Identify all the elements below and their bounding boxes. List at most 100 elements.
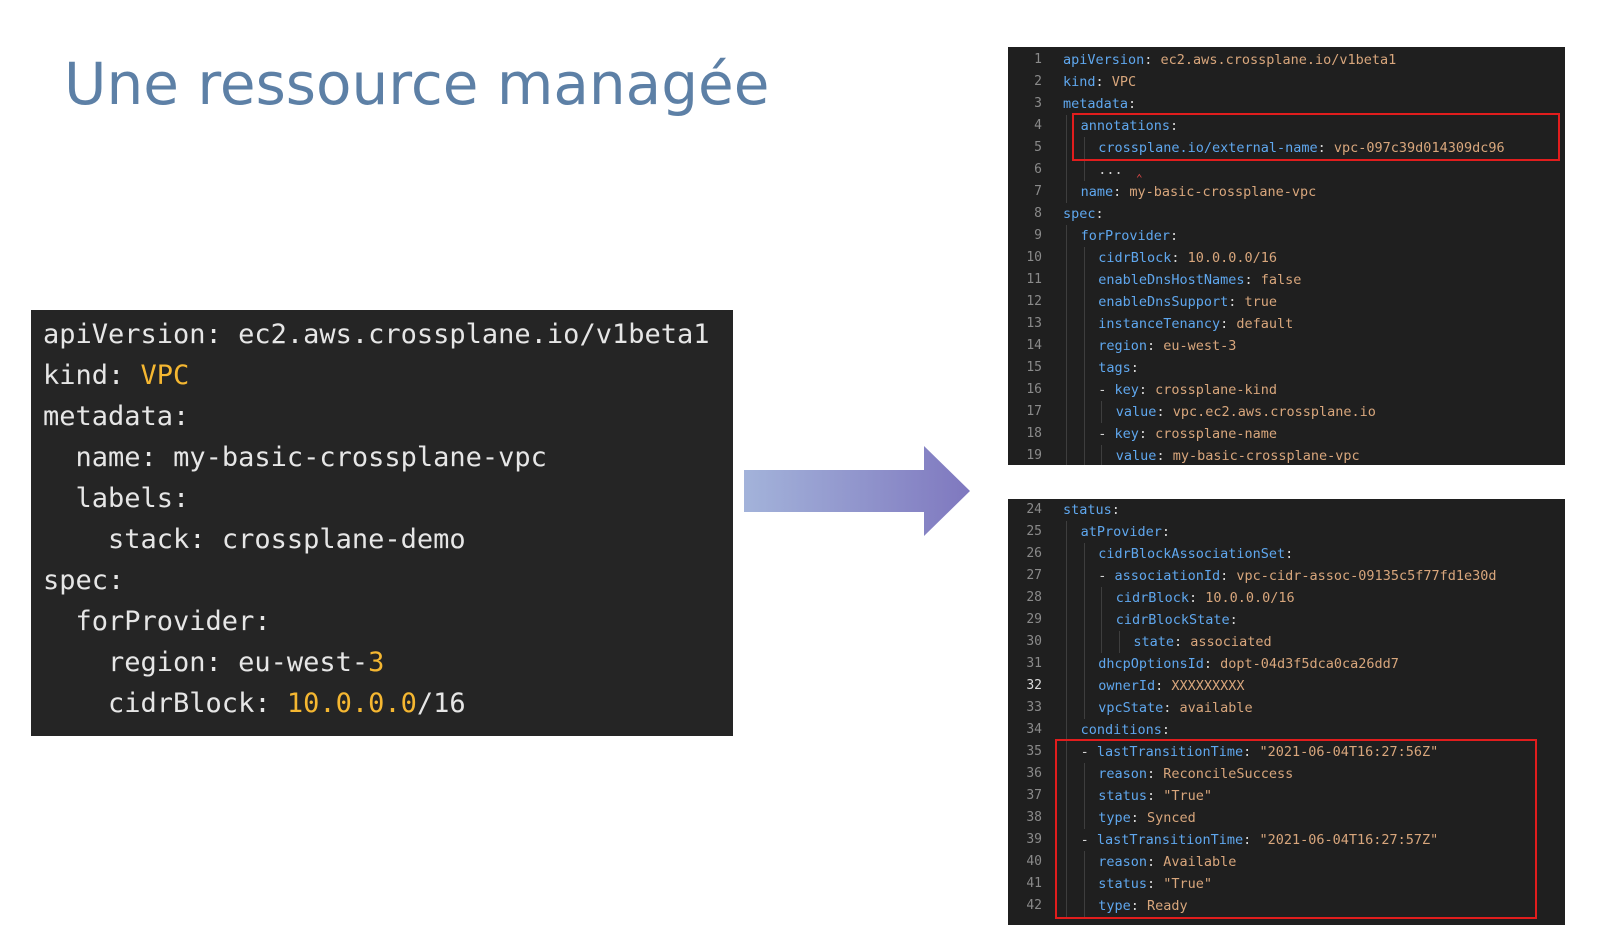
yaml-key: type [1098,898,1131,914]
indent-guide [1066,763,1067,785]
indent-guide [1066,291,1067,313]
indent-guide [1066,335,1067,357]
indent-guide [1066,675,1067,697]
yaml-key: spec [1063,206,1096,222]
indent-guide [1066,653,1067,675]
indent-guide [1066,587,1067,609]
editor-line: 33 vpcState: available [1008,697,1565,719]
editor-code: crossplane.io/external-name: vpc-097c39d… [1098,137,1504,159]
yaml-key: reason [1098,854,1147,870]
indent-guide [1083,609,1085,631]
yaml-value: available [1179,700,1253,716]
list-dash: - [1098,426,1115,442]
indent-guide [1066,873,1067,895]
yaml-key: spec: [43,565,125,596]
yaml-key: apiVersion: [43,319,222,350]
indent-guide [1066,115,1067,137]
line-number: 31 [1026,656,1042,671]
editor-line: 39- lastTransitionTime: "2021-06-04T16:2… [1008,829,1565,851]
yaml-value: crossplane-kind [1155,382,1278,398]
indent-guide [1066,851,1067,873]
indent-guide [1083,401,1085,423]
indent-guide [1066,785,1067,807]
yaml-key: tags [1098,360,1131,376]
indent-guide [1066,543,1067,565]
line-number: 18 [1026,426,1042,441]
yaml-key: forProvider [1080,228,1170,244]
indent-guide [1083,291,1085,313]
line-number: 28 [1026,590,1042,605]
indent-guide [1066,609,1067,631]
line-number: 6 [1034,162,1042,177]
right-arrow-icon [744,446,970,536]
editor-line: 35- lastTransitionTime: "2021-06-04T16:2… [1008,741,1565,763]
editor-code: instanceTenancy: default [1098,313,1293,335]
yaml-colon: : [1163,700,1180,716]
yaml-value: 10.0.0.0/16 [1187,250,1278,266]
yaml-value-number: 3 [368,647,385,678]
yaml-key: crossplane.io/external-name [1098,140,1318,156]
yaml-space [222,647,238,678]
yaml-key: lastTransitionTime [1096,744,1244,760]
yaml-colon: : [1188,590,1206,606]
indent-guide [1083,247,1085,269]
line-number: 19 [1026,448,1042,463]
indent-guide [1066,423,1067,445]
editor-code: forProvider: [1081,225,1187,247]
yaml-colon: : [1220,316,1237,332]
indent-guide [1083,653,1085,675]
yaml-key: labels: [43,483,190,514]
line-number: 33 [1026,700,1042,715]
indent-guide [1066,357,1067,379]
line-number: 4 [1034,118,1042,133]
editor-code: tags: [1098,357,1147,379]
editor-code: state: associated [1133,631,1271,653]
yaml-space [124,360,140,391]
yaml-key: enableDnsSupport [1098,294,1229,310]
indent-guide [1083,785,1085,807]
yaml-key: forProvider: [43,606,271,637]
indent-guide [1066,247,1067,269]
indent-guide [1083,543,1085,565]
indent-guide [1066,631,1067,653]
editor-code: vpcState: available [1098,697,1252,719]
line-number: 29 [1026,612,1042,627]
yaml-value: 10.0.0.0/16 [1205,590,1295,606]
yaml-value: ec2.aws.crossplane.io/v1beta1 [238,319,710,350]
yaml-value: my-basic-crossplane-vpc [173,442,547,473]
yaml-key: value [1115,448,1157,464]
yaml-value: ec2.aws.crossplane.io/v1beta1 [1160,52,1397,68]
indent-guide [1101,609,1103,631]
yaml-key: cidrBlockAssociationSet [1098,546,1286,562]
yaml-key: associationId [1114,568,1221,584]
line-number: 41 [1026,876,1042,891]
yaml-key: reason [1098,766,1147,782]
yaml-colon: : [1146,788,1164,804]
yaml-manifest-block: apiVersion: ec2.aws.crossplane.io/v1beta… [31,310,733,736]
editor-code: - lastTransitionTime: "2021-06-04T16:27:… [1081,829,1439,851]
yaml-colon: : [1228,294,1245,310]
line-number: 35 [1026,744,1042,759]
highlight-box [1072,113,1560,161]
yaml-value: vpc-cidr-assoc-09135c5f77fd1e30d [1236,568,1497,584]
yaml-colon: : [1243,744,1260,760]
line-number: 27 [1026,568,1042,583]
indent-guide [1083,335,1085,357]
manifest-line: forProvider: [43,601,271,642]
manifest-line: apiVersion: ec2.aws.crossplane.io/v1beta… [43,314,709,355]
editor-code: metadata: [1063,93,1144,115]
line-number: 32 [1026,678,1042,693]
line-number: 42 [1026,898,1042,913]
